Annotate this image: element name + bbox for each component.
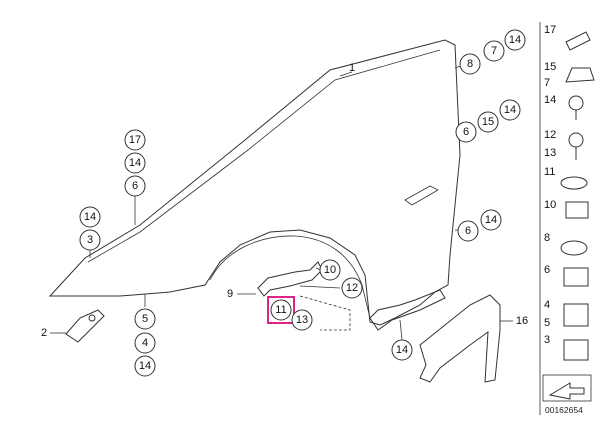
svg-text:13: 13 bbox=[544, 147, 556, 159]
plate-nut-icon bbox=[563, 267, 589, 287]
svg-text:8: 8 bbox=[467, 58, 473, 70]
svg-text:11: 11 bbox=[275, 304, 286, 316]
fastener-icon bbox=[563, 303, 589, 327]
legend-row-10: 10 bbox=[544, 199, 589, 219]
svg-text:14: 14 bbox=[139, 360, 151, 372]
screw-icon bbox=[568, 132, 584, 148]
callout-2: 2 bbox=[41, 327, 47, 339]
svg-text:10: 10 bbox=[544, 199, 556, 211]
callout-12: 12 bbox=[341, 277, 363, 299]
svg-text:2: 2 bbox=[41, 327, 47, 339]
bracket-part-16 bbox=[419, 294, 501, 383]
callout-14g: 14 bbox=[391, 339, 413, 361]
svg-text:14: 14 bbox=[485, 214, 497, 226]
legend-row-3: 3 bbox=[544, 334, 589, 361]
callout-14f: 14 bbox=[134, 355, 156, 377]
svg-text:14: 14 bbox=[504, 104, 516, 116]
legend-row-17: 17 bbox=[544, 24, 591, 51]
callout-11-highlighted[interactable]: 11 bbox=[267, 296, 295, 324]
svg-text:4: 4 bbox=[544, 299, 550, 311]
svg-text:12: 12 bbox=[544, 129, 556, 141]
front-fender bbox=[48, 39, 461, 326]
legend-column: 17 15 7 14 12 13 11 10 8 bbox=[539, 22, 595, 415]
bracket-part-2 bbox=[65, 309, 105, 343]
svg-text:7: 7 bbox=[491, 45, 497, 57]
legend-row-12-13: 12 13 bbox=[544, 129, 584, 160]
callout-14b: 14 bbox=[499, 99, 521, 121]
svg-text:15: 15 bbox=[544, 61, 556, 73]
svg-text:14: 14 bbox=[84, 211, 96, 223]
callout-1: 1 bbox=[349, 62, 355, 74]
legend-row-11: 11 bbox=[544, 166, 588, 190]
callout-14a: 14 bbox=[504, 29, 526, 51]
callout-15: 15 bbox=[477, 111, 499, 133]
callout-13: 13 bbox=[291, 309, 313, 331]
callout-6a: 6 bbox=[455, 121, 477, 143]
clip-icon bbox=[565, 31, 591, 51]
svg-text:5: 5 bbox=[142, 313, 148, 325]
svg-text:3: 3 bbox=[544, 334, 550, 346]
svg-text:3: 3 bbox=[87, 234, 93, 246]
svg-text:14: 14 bbox=[129, 157, 141, 169]
nut-clip-icon bbox=[565, 67, 595, 83]
expansion-rivet-icon bbox=[568, 95, 584, 111]
callout-14e: 14 bbox=[79, 206, 101, 228]
callout-9: 9 bbox=[227, 288, 233, 300]
svg-text:6: 6 bbox=[463, 126, 469, 138]
part-number: 00162654 bbox=[545, 405, 583, 415]
legend-row-4-5: 4 5 bbox=[544, 299, 589, 329]
svg-text:11: 11 bbox=[544, 166, 555, 178]
svg-text:6: 6 bbox=[544, 264, 550, 276]
svg-text:10: 10 bbox=[324, 264, 336, 276]
svg-text:16: 16 bbox=[516, 315, 528, 327]
svg-text:15: 15 bbox=[482, 116, 494, 128]
callout-6b: 6 bbox=[457, 220, 479, 242]
callout-3: 3 bbox=[79, 229, 101, 251]
svg-text:12: 12 bbox=[346, 282, 358, 294]
svg-text:6: 6 bbox=[132, 180, 138, 192]
callout-17: 17 bbox=[124, 129, 146, 151]
callout-14d: 14 bbox=[124, 152, 146, 174]
callout-5: 5 bbox=[134, 308, 156, 330]
svg-text:1: 1 bbox=[349, 62, 355, 74]
clip-nut-icon bbox=[565, 201, 589, 219]
svg-text:9: 9 bbox=[227, 288, 233, 300]
legend-row-14: 14 bbox=[544, 94, 584, 120]
callout-14c: 14 bbox=[480, 209, 502, 231]
svg-text:7: 7 bbox=[544, 77, 550, 89]
legend-row-8: 8 bbox=[544, 232, 588, 256]
svg-text:4: 4 bbox=[142, 337, 148, 349]
svg-text:14: 14 bbox=[396, 344, 408, 356]
fastener-plate-icon bbox=[563, 339, 589, 361]
svg-text:13: 13 bbox=[296, 314, 308, 326]
callout-4: 4 bbox=[134, 332, 156, 354]
direction-arrow-box bbox=[542, 374, 592, 402]
callout-7: 7 bbox=[483, 40, 505, 62]
legend-row-6: 6 bbox=[544, 264, 589, 287]
svg-text:14: 14 bbox=[509, 34, 521, 46]
svg-text:5: 5 bbox=[544, 317, 550, 329]
svg-text:8: 8 bbox=[544, 232, 550, 244]
callout-6c: 6 bbox=[124, 175, 146, 197]
callout-8: 8 bbox=[459, 53, 481, 75]
grommet-icon bbox=[560, 176, 588, 190]
svg-text:17: 17 bbox=[129, 134, 141, 146]
svg-text:6: 6 bbox=[465, 225, 471, 237]
ring-icon bbox=[560, 240, 588, 256]
svg-text:17: 17 bbox=[544, 24, 556, 36]
highlight-box bbox=[267, 296, 295, 324]
arrow-icon bbox=[548, 382, 585, 400]
legend-row-15-7: 15 7 bbox=[544, 61, 595, 89]
svg-text:14: 14 bbox=[544, 94, 556, 106]
callout-16: 16 bbox=[516, 315, 528, 327]
callout-10: 10 bbox=[319, 259, 341, 281]
